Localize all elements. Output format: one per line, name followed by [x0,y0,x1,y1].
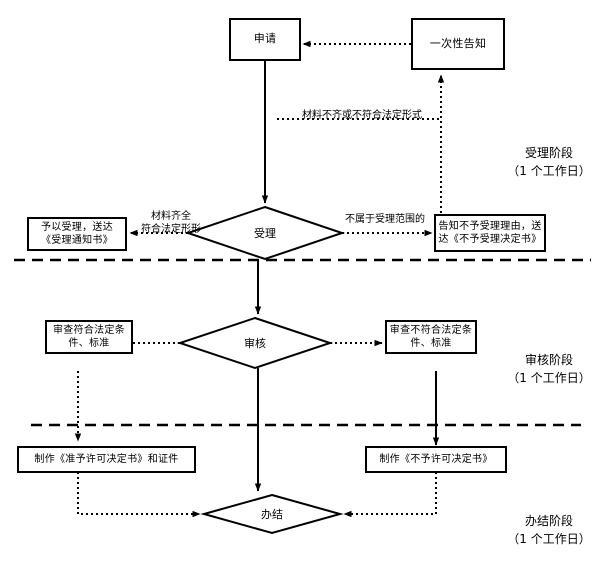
node-accept-yes-label: 予以受理，送达 《受理通知书》 [40,221,114,246]
node-review-pass-label: 审查符合法定条 件、标准 [52,324,126,349]
node-accept-no-label: 告知不予受理理由，送达《不予受理决定书》 [438,220,542,245]
node-grant-doc[interactable]: 制作《准予许可决定书》和证件 [17,446,196,473]
edge-label-materials-complete: 材料齐全 符合法定形形 [141,211,201,235]
decision-acceptance [184,205,346,261]
node-review-label: 审核 [244,337,266,350]
stage-review: 审核阶段 （1 个工作日） [507,353,591,385]
edge-label-out-of-scope: 不属于受理范围的 [345,214,425,225]
stage-acceptance: 受理阶段 （1 个工作日） [507,146,591,178]
edge-denydoc-to-complete [343,472,437,518]
edge-label-materials-incomplete: 材料不齐或不符合法定形式 [302,110,422,121]
node-one-time-notice-label: 一次性告知 [429,36,487,50]
node-acceptance-label: 受理 [254,227,276,240]
node-deny-doc[interactable]: 制作《不予许可决定书》 [365,446,507,473]
edge-grantdoc-to-complete [77,472,201,518]
node-deny-doc-label: 制作《不予许可决定书》 [379,453,493,465]
node-review-pass[interactable]: 审查符合法定条 件、标准 [45,320,133,354]
node-review-fail[interactable]: 审查不符合法定条 件、标准 [385,320,477,354]
node-grant-doc-label: 制作《准予许可决定书》和证件 [34,453,179,465]
decision-review [176,316,334,370]
stage-complete: 办结阶段 （1 个工作日） [507,514,591,546]
node-accept-no[interactable]: 告知不予受理理由，送达《不予受理决定书》 [434,214,546,252]
node-review-fail-label: 审查不符合法定条 件、标准 [389,324,473,349]
node-accept-yes[interactable]: 予以受理，送达 《受理通知书》 [27,217,127,251]
node-one-time-notice[interactable]: 一次性告知 [411,18,505,70]
node-complete-label: 办结 [261,508,283,521]
node-apply[interactable]: 申请 [229,18,301,61]
node-apply-label: 申请 [253,32,277,46]
decision-complete [200,493,344,535]
